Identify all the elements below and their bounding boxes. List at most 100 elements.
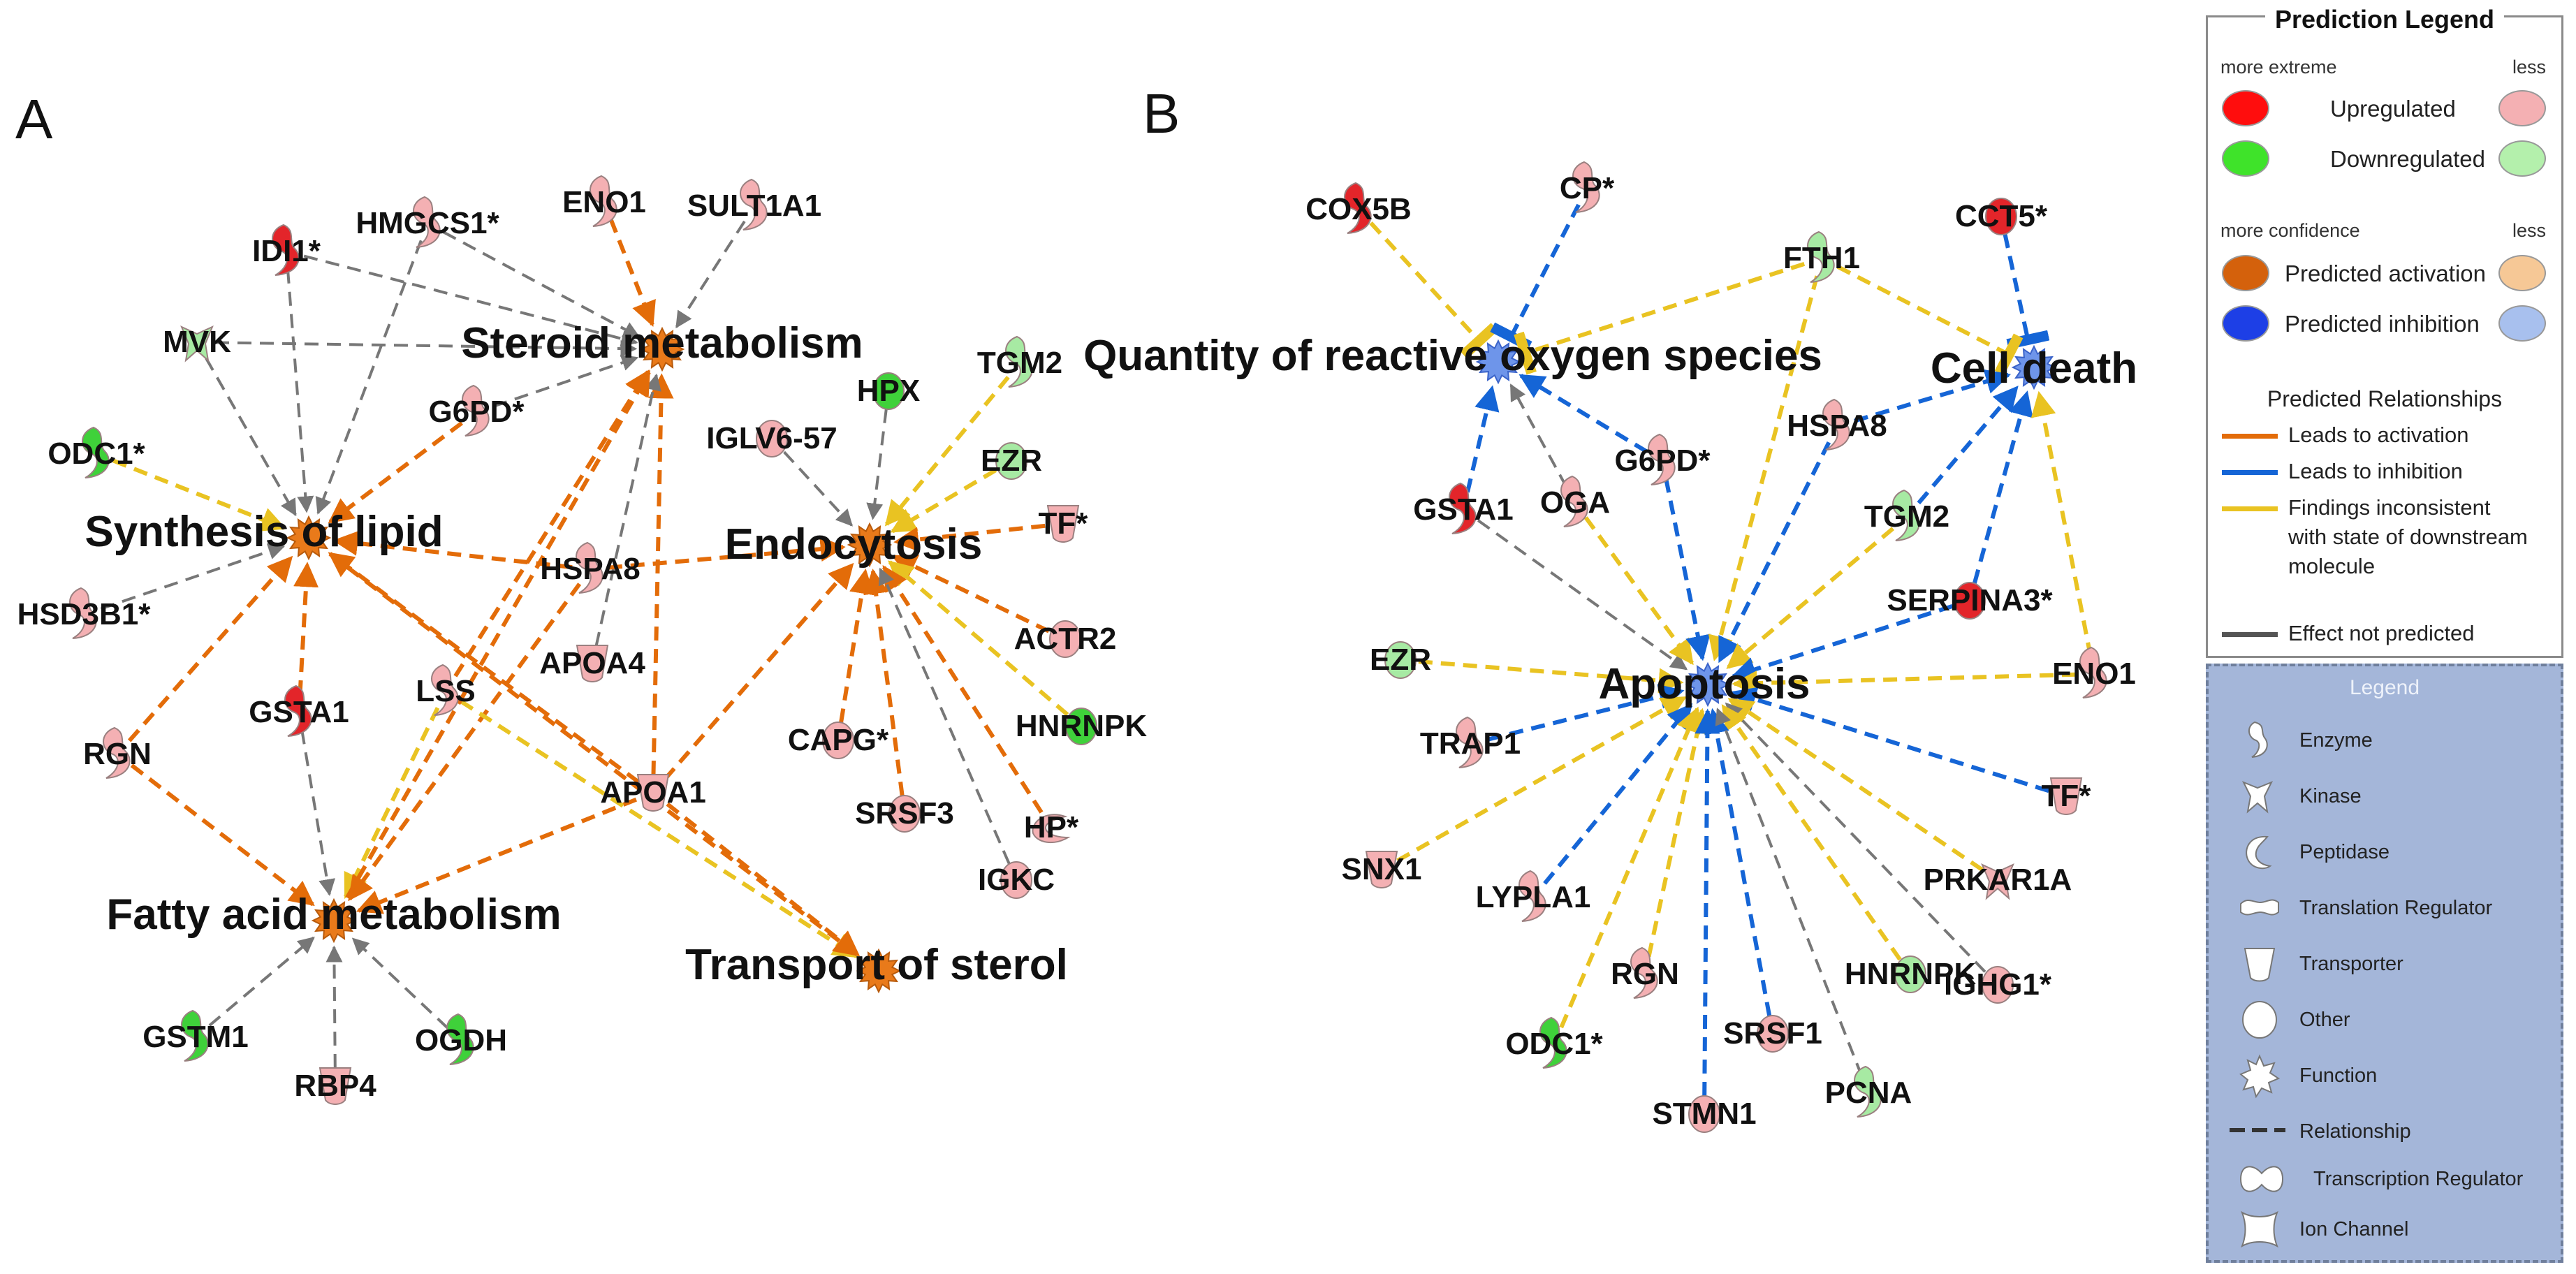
molecule-label-eno1: ENO1: [2052, 657, 2136, 691]
molecule-node-ogdh[interactable]: OGDH: [415, 1013, 507, 1065]
molecule-node-hmgcs1[interactable]: HMGCS1*: [356, 196, 500, 248]
edge-g6pd-to-apop: [1664, 478, 1711, 661]
function-node-endo[interactable]: Endocytosis: [725, 520, 983, 569]
molecule-node-stmn1[interactable]: STMN1: [1652, 1095, 1757, 1133]
peptidase-icon: [1032, 814, 1071, 844]
enzyme-icon: [1539, 1016, 1567, 1069]
molecule-node-tgm2[interactable]: TGM2: [1864, 489, 1949, 541]
molecule-node-hnrnpk[interactable]: HNRNPK: [1016, 708, 1147, 745]
molecule-node-tf[interactable]: TF*: [1039, 505, 1089, 543]
molecule-node-hnrnpk[interactable]: HNRNPK: [1845, 956, 1976, 993]
edge-tf-to-endo: [893, 523, 1046, 552]
function-node-fatty[interactable]: Fatty acid metabolism: [106, 891, 562, 944]
function-star-icon-apop: [1685, 661, 1731, 708]
legend-downregulated-row: Downregulated: [2208, 140, 2561, 189]
molecule-label-rgn: RGN: [1611, 957, 1679, 991]
function-node-lipid[interactable]: Synthesis of lipid: [85, 508, 444, 561]
function-node-ros[interactable]: Quantity of reactive oxygen species: [1083, 332, 1822, 385]
edge-tgm2-to-apop: [1726, 527, 1895, 669]
molecule-node-actr2[interactable]: ACTR2: [1014, 620, 1117, 658]
molecule-node-ezr[interactable]: EZR: [981, 442, 1042, 480]
edge-iglv6-57-to-endo: [783, 451, 853, 527]
not-predicted-line-swatch: [2222, 632, 2278, 637]
molecule-node-cox5b[interactable]: COX5B: [1305, 182, 1412, 234]
molecule-label-srsf3: SRSF3: [855, 796, 954, 830]
downregulated-label: Downregulated: [2330, 146, 2485, 172]
molecule-node-tgm2[interactable]: TGM2: [977, 335, 1062, 388]
molecule-node-eno1[interactable]: ENO1: [562, 175, 646, 227]
edge-apoa1-to-endo: [663, 562, 854, 781]
molecule-node-ighg1[interactable]: IGHG1*: [1944, 966, 2052, 1004]
molecule-node-apoa4[interactable]: APOA4: [539, 645, 645, 682]
molecule-node-capg[interactable]: CAPG*: [788, 722, 889, 759]
other-icon: [1384, 641, 1417, 679]
molecule-node-hspa8[interactable]: HSPA8: [1787, 398, 1887, 451]
molecule-node-oga[interactable]: OGA: [1540, 475, 1610, 527]
shape-legend-ion-channel: Ion Channel: [2209, 1206, 2561, 1254]
edge-cct5-to-death: [2003, 233, 2050, 350]
molecule-label-lss: LSS: [416, 674, 476, 708]
molecule-node-srsf3[interactable]: SRSF3: [855, 795, 954, 833]
molecule-node-sult1a1[interactable]: SULT1A1: [687, 178, 821, 230]
molecule-node-cct5[interactable]: CCT5*: [1955, 198, 2048, 235]
molecule-node-iglv6-57[interactable]: IGLV6-57: [706, 420, 837, 457]
molecule-node-rbp4[interactable]: RBP4: [294, 1067, 376, 1105]
less-label-2: less: [2512, 220, 2546, 241]
molecule-node-fth1[interactable]: FTH1: [1783, 230, 1860, 283]
molecule-node-hsd3b1[interactable]: HSD3B1*: [17, 587, 152, 639]
molecule-node-trap1[interactable]: TRAP1: [1420, 716, 1521, 768]
molecule-node-gstm1[interactable]: GSTM1: [142, 1009, 249, 1062]
molecule-node-lss[interactable]: LSS: [416, 664, 476, 716]
function-node-apop[interactable]: Apoptosis: [1598, 660, 1810, 708]
molecule-node-prkar1a[interactable]: PRKAR1A: [1924, 863, 2072, 900]
shape-legend-enzyme: Enzyme: [2209, 717, 2561, 766]
molecule-node-eno1[interactable]: ENO1: [2052, 646, 2136, 698]
leads-to-inhibition-label: Leads to inhibition: [2288, 459, 2463, 483]
molecule-node-lypla1[interactable]: LYPLA1: [1476, 870, 1591, 922]
function-label-steroid: Steroid metabolism: [461, 319, 863, 367]
molecule-node-apoa1[interactable]: APOA1: [600, 774, 706, 812]
function-node-death[interactable]: Cell death: [1931, 344, 2137, 393]
other-icon: [2242, 1001, 2277, 1039]
molecule-node-pcna[interactable]: PCNA: [1825, 1065, 1912, 1118]
molecule-node-snx1[interactable]: SNX1: [1342, 851, 1422, 888]
molecule-label-rbp4: RBP4: [294, 1069, 376, 1103]
molecule-node-odc1[interactable]: ODC1*: [47, 426, 146, 478]
molecule-node-serpina3[interactable]: SERPINA3*: [1887, 582, 2053, 620]
molecule-node-gsta1[interactable]: GSTA1: [1413, 482, 1514, 534]
function-star-icon-fatty: [311, 898, 357, 944]
prediction-legend: Prediction Legend more extreme less Upre…: [2206, 5, 2563, 658]
molecule-node-tf[interactable]: TF*: [2042, 777, 2092, 815]
molecule-node-gsta1[interactable]: GSTA1: [249, 684, 349, 737]
molecule-label-odc1: ODC1*: [1505, 1027, 1603, 1061]
molecule-node-rgn[interactable]: RGN: [1611, 946, 1679, 999]
molecule-node-hp[interactable]: HP*: [1024, 810, 1079, 844]
molecule-node-g6pd[interactable]: G6PD*: [429, 384, 525, 437]
edge-odc1-to-apop: [1559, 706, 1700, 1029]
molecule-node-idi1[interactable]: IDI1*: [252, 224, 321, 276]
molecule-node-hpx[interactable]: HPX: [857, 372, 920, 410]
molecule-label-tgm2: TGM2: [1864, 499, 1949, 534]
molecule-label-pcna: PCNA: [1825, 1076, 1912, 1110]
activation-line-swatch: [2222, 434, 2278, 439]
molecule-node-g6pd[interactable]: G6PD*: [1615, 433, 1711, 485]
function-node-steroid[interactable]: Steroid metabolism: [461, 319, 863, 372]
edge-actr2-to-endo: [891, 554, 1050, 634]
transporter-icon: [319, 1067, 352, 1105]
molecule-node-mvk[interactable]: MVK: [163, 325, 231, 363]
molecule-label-cox5b: COX5B: [1305, 192, 1412, 226]
edge-g6pd-to-steroid: [492, 354, 639, 408]
legend-inhibition-row: Predicted inhibition: [2208, 305, 2561, 354]
molecule-node-srsf1[interactable]: SRSF1: [1723, 1015, 1822, 1053]
edge-rbp4-to-fatty: [325, 945, 343, 1069]
molecule-node-rgn[interactable]: RGN: [83, 726, 152, 779]
predicted-activation-label: Predicted activation: [2285, 261, 2486, 286]
molecule-node-odc1[interactable]: ODC1*: [1505, 1016, 1604, 1069]
edge-lss-to-sterol: [460, 699, 859, 958]
molecule-node-ezr[interactable]: EZR: [1370, 641, 1431, 679]
molecule-node-hspa8[interactable]: HSPA8: [540, 541, 641, 594]
molecule-node-cp[interactable]: CP*: [1560, 161, 1615, 213]
enzyme-icon: [431, 664, 459, 716]
molecule-node-igkc[interactable]: IGKC: [978, 861, 1055, 899]
function-node-sterol[interactable]: Transport of sterol: [685, 941, 1068, 994]
